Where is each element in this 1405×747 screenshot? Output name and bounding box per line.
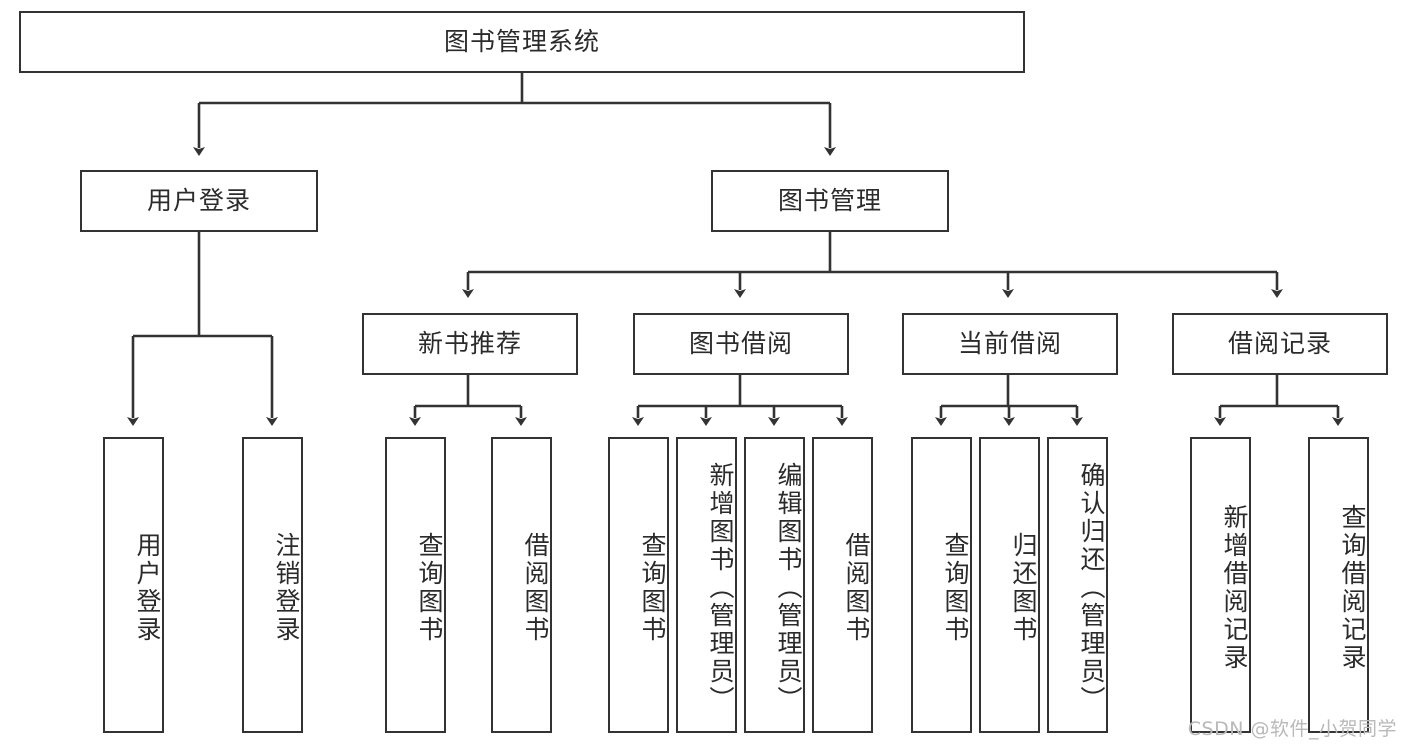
leaf-book-borrow-3[interactable]: 借阅图书	[812, 437, 873, 733]
node-user-login-label: 用户登录	[146, 186, 251, 216]
leaf-book-borrow-2[interactable]: 编辑图书（管理员）	[744, 437, 805, 733]
node-borrow-record[interactable]: 借阅记录	[1172, 313, 1388, 375]
leaf-borrow-record-1[interactable]: 查询借阅记录	[1308, 437, 1369, 733]
leaf-label: 归还图书	[1009, 532, 1038, 644]
leaf-label: 查询图书	[638, 532, 667, 644]
leaf-label: 编辑图书（管理员）	[774, 462, 803, 714]
leaf-label: 确认归还（管理员）	[1077, 462, 1106, 714]
leaf-label: 新增借阅记录	[1220, 504, 1249, 672]
leaf-current-borrow-1[interactable]: 归还图书	[979, 437, 1040, 733]
node-root[interactable]: 图书管理系统	[19, 11, 1025, 73]
leaf-label: 借阅图书	[842, 532, 871, 644]
node-new-book-recommend[interactable]: 新书推荐	[362, 313, 578, 375]
leaf-new-book-1[interactable]: 借阅图书	[491, 437, 552, 733]
leaf-user-login-0[interactable]: 用户登录	[103, 437, 164, 733]
leaf-label: 借阅图书	[521, 532, 550, 644]
leaf-current-borrow-2[interactable]: 确认归还（管理员）	[1047, 437, 1108, 733]
watermark: CSDN @软件_小贺同学	[1187, 718, 1397, 740]
leaf-book-borrow-1[interactable]: 新增图书（管理员）	[676, 437, 737, 733]
node-book-manage-label: 图书管理	[777, 186, 882, 216]
node-user-login[interactable]: 用户登录	[80, 170, 318, 232]
node-new-book-recommend-label: 新书推荐	[417, 329, 522, 359]
leaf-label: 注销登录	[272, 532, 301, 644]
node-current-borrow[interactable]: 当前借阅	[902, 313, 1118, 375]
node-current-borrow-label: 当前借阅	[957, 329, 1062, 359]
node-root-label: 图书管理系统	[443, 27, 600, 57]
leaf-new-book-0[interactable]: 查询图书	[385, 437, 446, 733]
leaf-label: 查询借阅记录	[1338, 504, 1367, 672]
leaf-label: 新增图书（管理员）	[706, 462, 735, 714]
leaf-borrow-record-0[interactable]: 新增借阅记录	[1190, 437, 1251, 733]
node-borrow-record-label: 借阅记录	[1227, 329, 1332, 359]
leaf-user-login-1[interactable]: 注销登录	[242, 437, 303, 733]
leaf-book-borrow-0[interactable]: 查询图书	[608, 437, 669, 733]
leaf-label: 查询图书	[415, 532, 444, 644]
node-book-borrow-label: 图书借阅	[688, 329, 793, 359]
node-book-manage[interactable]: 图书管理	[711, 170, 949, 232]
leaf-current-borrow-0[interactable]: 查询图书	[911, 437, 972, 733]
leaf-label: 查询图书	[941, 532, 970, 644]
leaf-label: 用户登录	[133, 532, 162, 644]
node-book-borrow[interactable]: 图书借阅	[633, 313, 849, 375]
